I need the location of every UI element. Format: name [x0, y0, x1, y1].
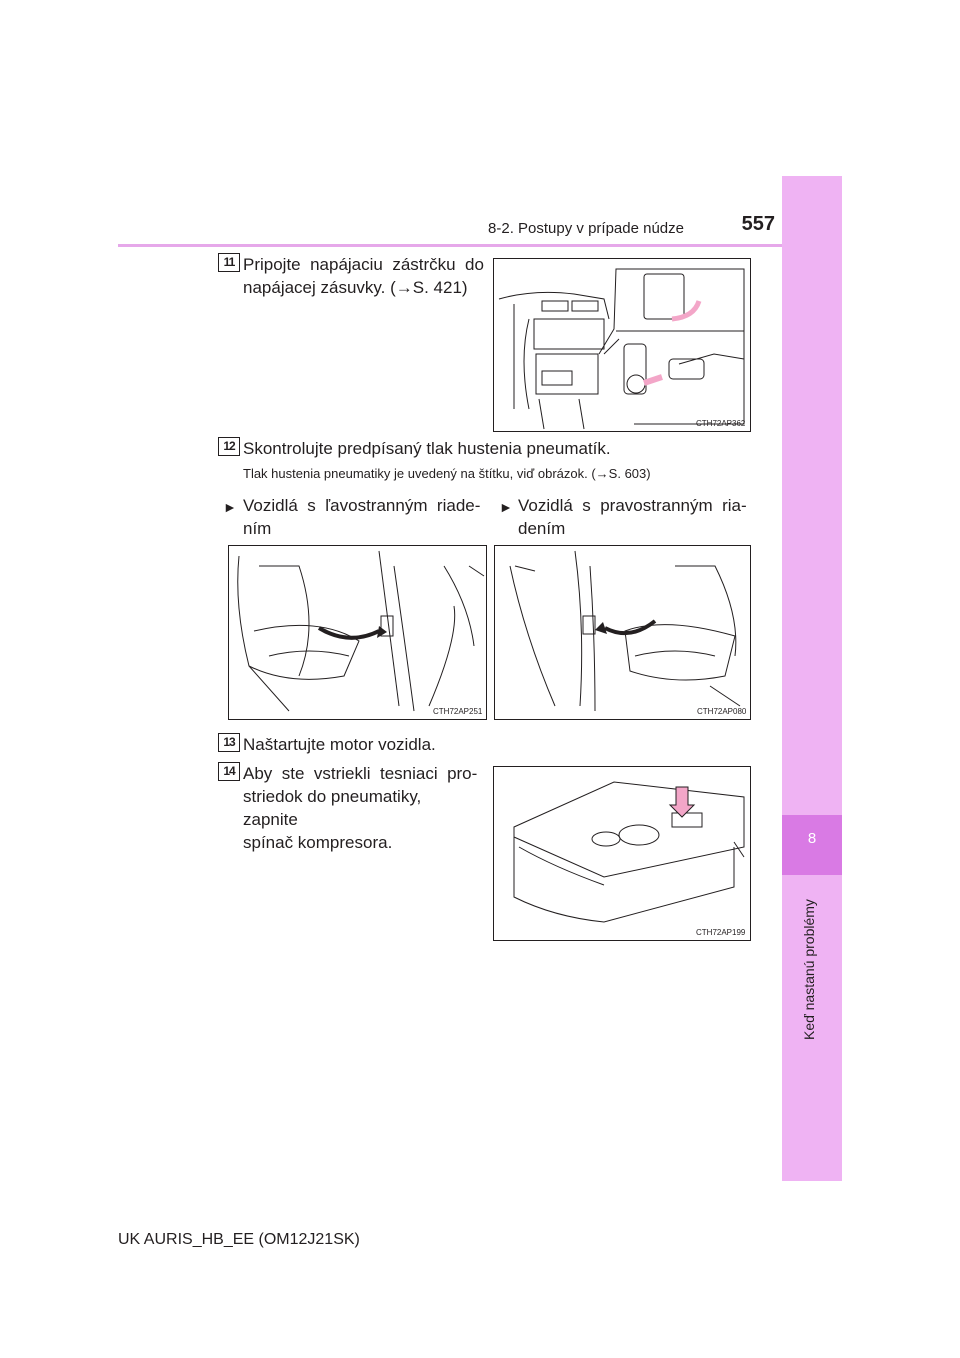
figure-code: CTH72AP080: [697, 707, 747, 716]
figure-code: CTH72AP251: [433, 707, 483, 716]
step-number-13: 13: [218, 733, 240, 752]
header-rule: [118, 244, 782, 247]
step-14-text: Aby ste vstriekli tesniaci pro- striedok…: [243, 764, 478, 852]
variant-lhd-label: Vozidlá s ľavostranným riade- ním: [243, 496, 481, 538]
triangle-bullet-icon: ►: [499, 499, 513, 515]
chapter-label: Keď nastanú problémy: [801, 899, 817, 1040]
figure-code: CTH72AP199: [696, 928, 746, 937]
step-number-14: 14: [218, 762, 240, 781]
footer-model-code: UK AURIS_HB_EE (OM12J21SK): [118, 1231, 360, 1248]
step-12-note: Tlak hustenia pneumatiky je uvedený na š…: [243, 466, 651, 481]
figure-code: CTH72AP362: [696, 419, 746, 428]
variant-rhd-label: Vozidlá s pravostranným ria- dením: [518, 496, 747, 538]
step-12-text: Skontrolujte predpísaný tlak hustenia pn…: [243, 439, 611, 458]
step-number-12: 12: [218, 437, 240, 456]
triangle-bullet-icon: ►: [223, 499, 237, 515]
compressor-figure: CTH72AP199: [493, 766, 751, 941]
power-outlet-figure: CTH72AP362: [493, 258, 751, 432]
step-number-11: 11: [218, 253, 240, 272]
chapter-number: 8: [807, 830, 817, 847]
chapter-tab-active: [782, 815, 842, 875]
rhd-seat-figure: CTH72AP080: [494, 545, 751, 720]
step-13-text: Naštartujte motor vozidla.: [243, 735, 436, 754]
step-11-text: Pripojte napájaciu zástrčku do napájacej…: [243, 255, 484, 297]
chapter-tab: [782, 176, 842, 1181]
section-title: 8-2. Postupy v prípade núdze: [488, 220, 684, 237]
lhd-seat-figure: CTH72AP251: [228, 545, 487, 720]
page-number: 557: [741, 213, 775, 235]
